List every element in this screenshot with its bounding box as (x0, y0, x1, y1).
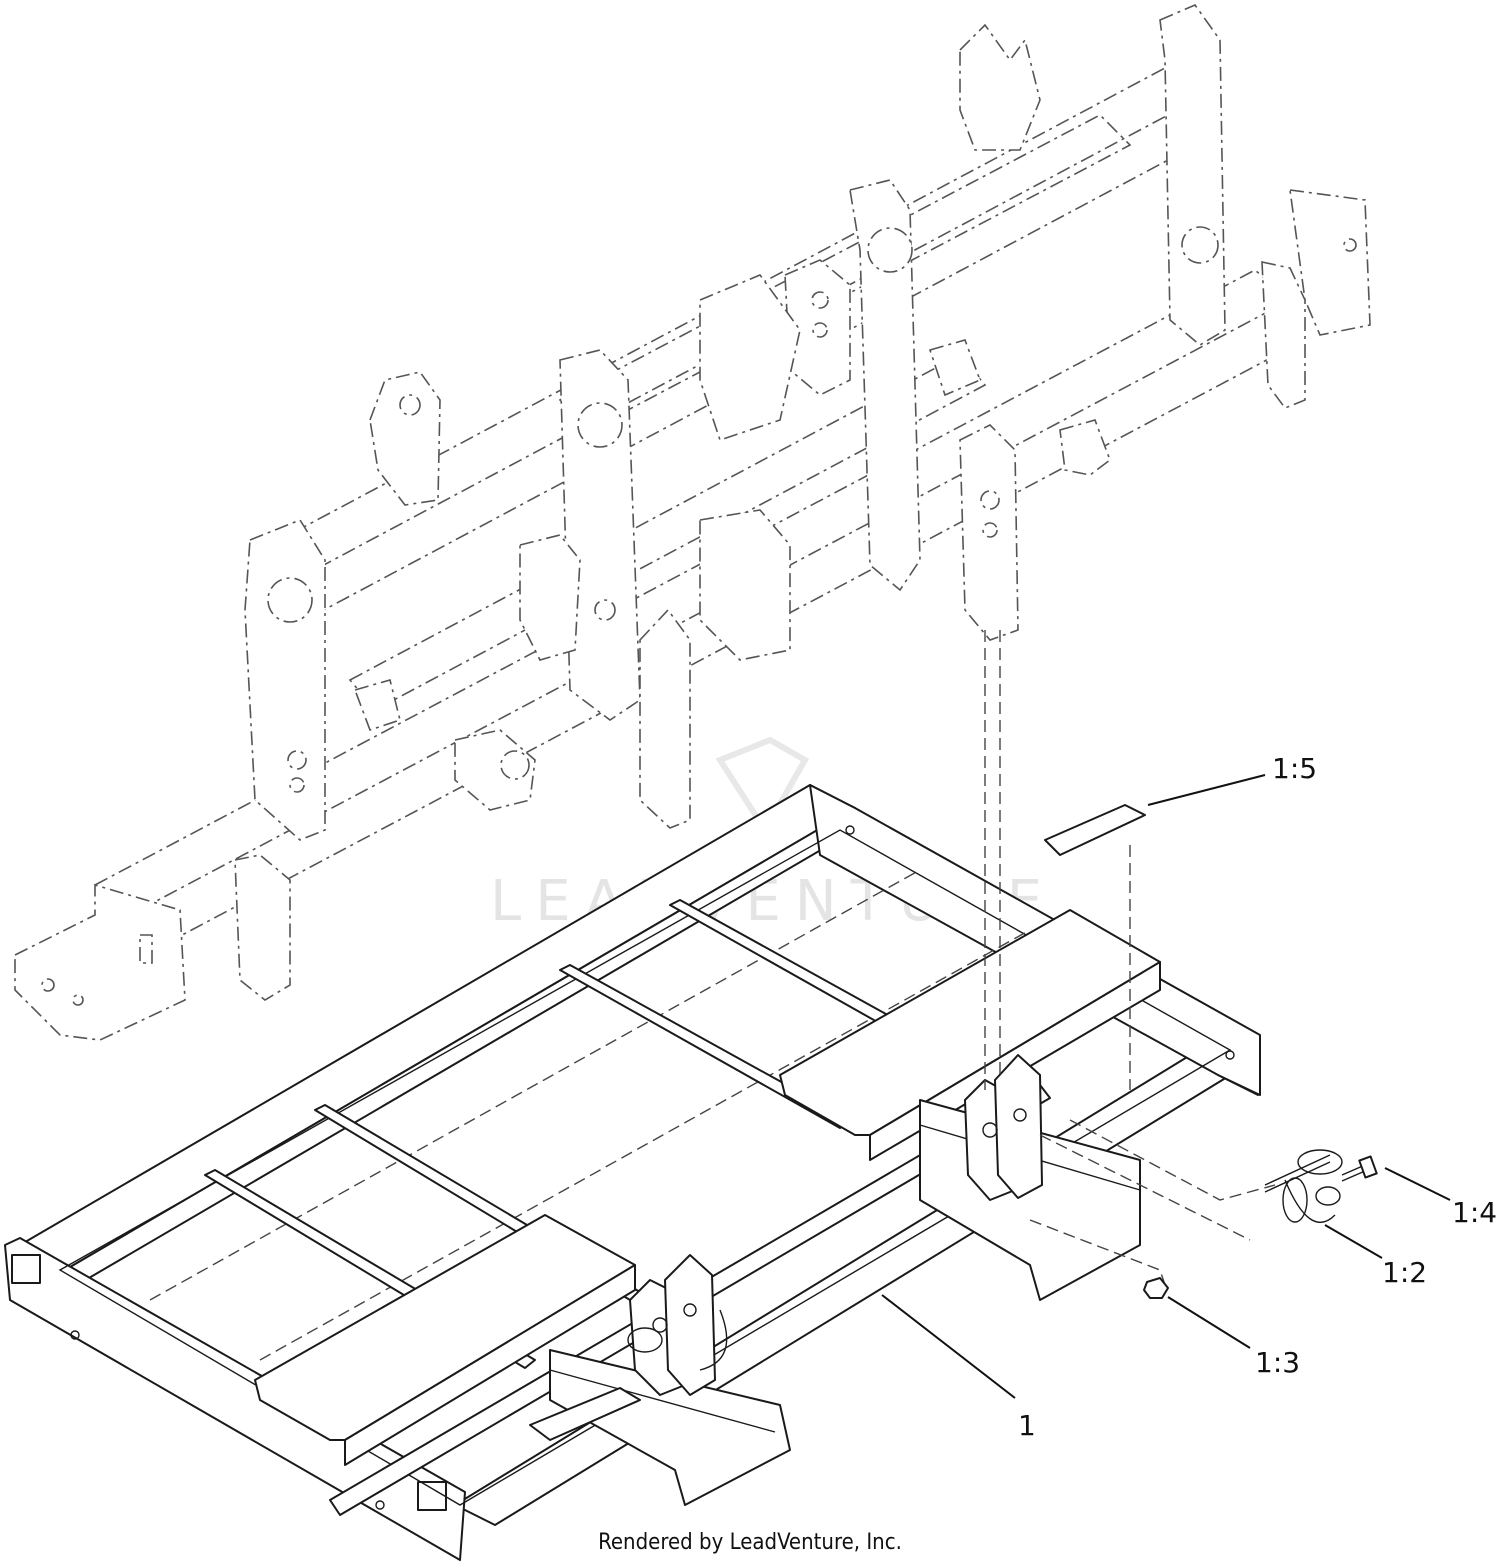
skid-channel-left (549, 1349, 791, 1506)
svg-text:1:2: 1:2 (1382, 1256, 1427, 1289)
lynch-pin-part (1264, 1149, 1343, 1224)
latch-bracket-left (627, 1254, 728, 1396)
svg-text:1: 1 (1018, 1409, 1036, 1442)
callout-1: 1 (881, 1294, 1036, 1442)
callout-1-5: 1:5 (1147, 752, 1317, 806)
svg-text:1:3: 1:3 (1255, 1346, 1300, 1379)
decal-part (1044, 804, 1146, 856)
svg-text:1:5: 1:5 (1272, 752, 1317, 785)
callout-1-2: 1:2 (1324, 1224, 1427, 1289)
decal-installed (529, 1387, 641, 1441)
bolt-part (1341, 1155, 1378, 1182)
svg-text:1:4: 1:4 (1452, 1196, 1497, 1229)
callout-1-4: 1:4 (1384, 1167, 1497, 1229)
ramp-left (254, 1214, 636, 1466)
lift-arm-assembly-ghost (14, 4, 1371, 1041)
callout-1-3: 1:3 (1167, 1296, 1300, 1379)
nut-part (1143, 1277, 1169, 1299)
hidden-alignment-lines (984, 630, 1276, 1286)
footer-credit: Rendered by LeadVenture, Inc. (598, 1530, 902, 1555)
